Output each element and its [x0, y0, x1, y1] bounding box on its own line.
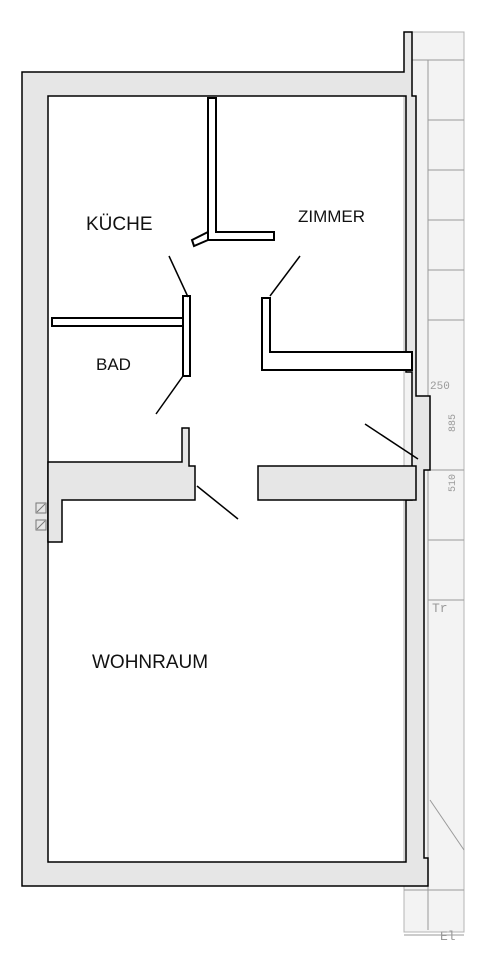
door-entrance: [364, 423, 419, 460]
room-label-kueche: KÜCHE: [86, 214, 153, 235]
door-kueche: [168, 255, 189, 298]
dimension-510: 510: [448, 474, 459, 492]
door-bad: [155, 375, 184, 415]
outer-wall: [21, 31, 431, 887]
dimension-250: 250: [430, 381, 450, 393]
door-wohnraum: [196, 485, 239, 520]
door-zimmer: [269, 255, 301, 297]
margin-text-bottom: El: [440, 929, 456, 944]
margin-text-top: Tr: [432, 601, 448, 616]
room-label-zimmer: ZIMMER: [298, 207, 365, 226]
wall-bad-flur: [182, 295, 191, 377]
wall-kueche-zimmer: [207, 97, 275, 241]
wall-flur-wohnraum: [257, 465, 417, 501]
door-swings: [155, 255, 419, 520]
wall-zimmer-lower: [261, 297, 413, 371]
wall-bad-upper: [51, 317, 185, 327]
room-label-bad: BAD: [96, 355, 131, 374]
dimension-885: 885: [448, 414, 459, 432]
room-label-wohnraum: WOHNRAUM: [92, 652, 208, 673]
wall-bad-wohnraum: [47, 427, 196, 543]
wall-kueche-stub: [190, 230, 209, 248]
wall-marks: [35, 502, 47, 531]
